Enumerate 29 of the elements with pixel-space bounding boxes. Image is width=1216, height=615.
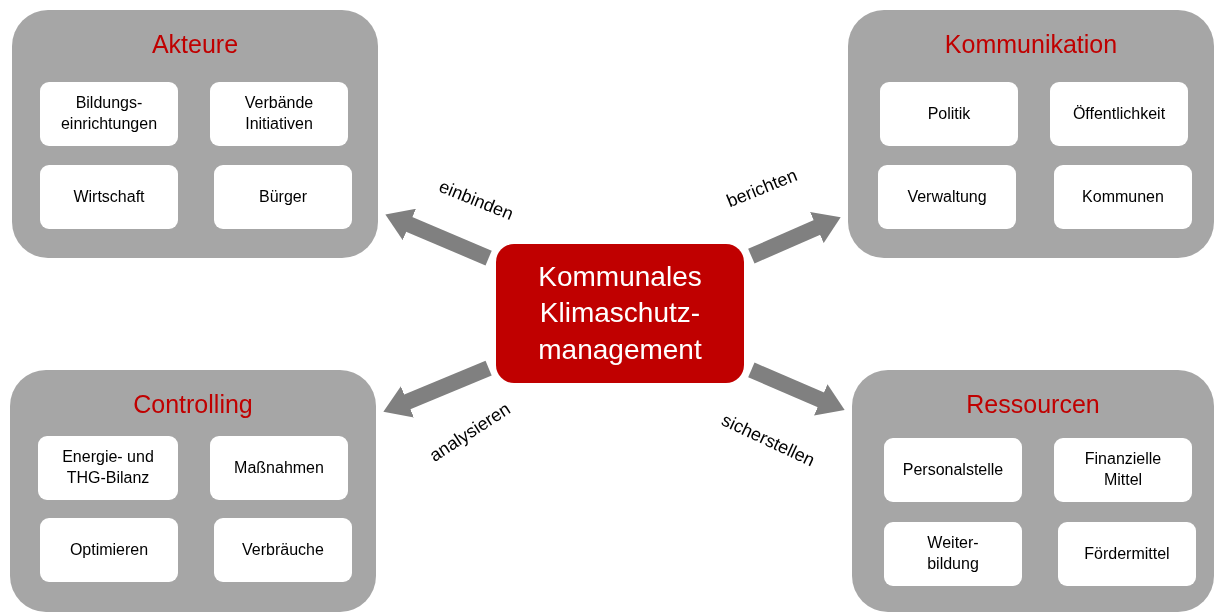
block-arrow <box>385 208 492 266</box>
group-panel <box>12 10 378 258</box>
item-box: Verbände Initiativen <box>210 82 348 146</box>
group-panel <box>10 370 376 612</box>
group-title: Akteure <box>150 30 240 59</box>
item-box: Fördermittel <box>1058 522 1196 586</box>
group-title: Ressourcen <box>965 390 1101 419</box>
group-panel <box>848 10 1214 258</box>
item-box: Wirtschaft <box>40 165 178 229</box>
item-box: Optimieren <box>40 518 178 582</box>
item-box: Maßnahmen <box>210 436 348 500</box>
block-arrow <box>748 362 845 416</box>
item-box: Personalstelle <box>884 438 1022 502</box>
group-title: Controlling <box>132 390 254 419</box>
item-box: Bürger <box>214 165 352 229</box>
item-box: Politik <box>880 82 1018 146</box>
group-title: Kommunikation <box>943 30 1119 59</box>
item-box: Weiter- bildung <box>884 522 1022 586</box>
item-box: Öffentlichkeit <box>1050 82 1188 146</box>
group-panel <box>852 370 1214 612</box>
item-box: Energie- und THG-Bilanz <box>38 436 178 500</box>
central-box: Kommunales Klimaschutz- management <box>496 244 744 383</box>
item-box: Finanzielle Mittel <box>1054 438 1192 502</box>
item-box: Kommunen <box>1054 165 1192 229</box>
item-box: Verbräuche <box>214 518 352 582</box>
item-box: Verwaltung <box>878 165 1016 229</box>
item-box: Bildungs- einrichtungen <box>40 82 178 146</box>
block-arrow <box>383 360 492 418</box>
block-arrow <box>748 211 841 264</box>
